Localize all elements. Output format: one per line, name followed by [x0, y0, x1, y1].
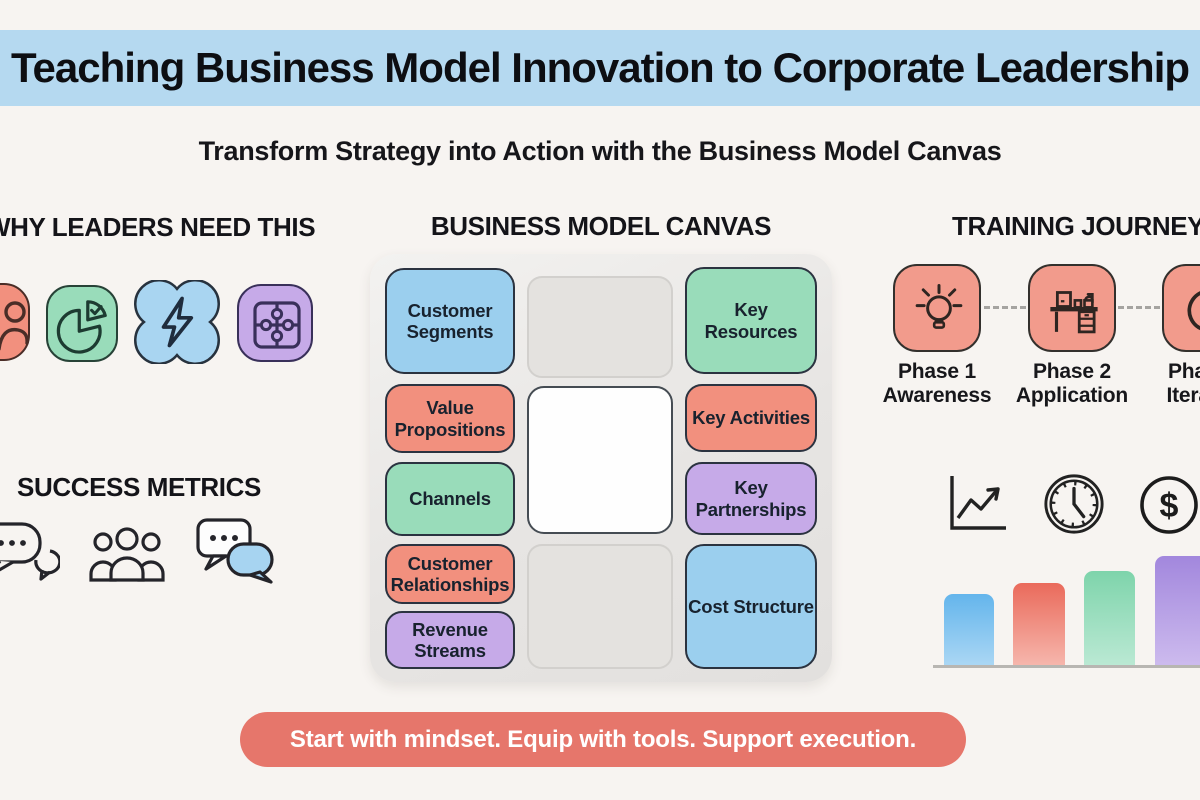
canvas-block-customer-segments: Customer Segments [385, 268, 515, 374]
clock-icon [1042, 472, 1106, 541]
speech-bubble-icon [0, 518, 62, 589]
chat-bubbles-icon [196, 518, 276, 591]
canvas-empty-cell-bottom [527, 544, 673, 669]
phase-2-label: Phase 2 Application [997, 360, 1147, 407]
bar-baseline [933, 665, 1200, 668]
phase-step: Phase 3 [1168, 360, 1200, 383]
puzzle-icon [237, 284, 313, 362]
phase-focus: Iteration [1166, 383, 1200, 407]
person-icon [0, 283, 30, 361]
canvas-section-heading: BUSINESS MODEL CANVAS [430, 211, 772, 241]
phase-3-label: Phase 3 Iteration [1132, 360, 1200, 407]
growth-bar-4 [1155, 556, 1200, 666]
refresh-cycle-icon [1162, 264, 1200, 352]
metrics-section-heading: SUCCESS METRICS [17, 472, 261, 502]
phase-step: Phase 1 [898, 360, 976, 383]
growth-chart-icon [942, 468, 1012, 543]
pie-chart-check-icon [46, 285, 118, 362]
lightbulb-icon [893, 264, 981, 352]
journey-connector [1118, 306, 1160, 309]
title-banner: Teaching Business Model Innovation to Co… [0, 30, 1200, 106]
canvas-block-key-partnerships: Key Partnerships [685, 462, 817, 535]
journey-connector [984, 306, 1026, 309]
dollar-coin-icon: $ [1138, 474, 1200, 541]
growth-bar-1 [944, 594, 994, 666]
phase-step: Phase 2 [1033, 360, 1111, 383]
canvas-block-cost-structure: Cost Structure [685, 544, 817, 669]
journey-section-heading: TRAINING JOURNEY [952, 211, 1200, 241]
canvas-empty-cell-top [527, 276, 673, 378]
canvas-center-cell [527, 386, 673, 534]
why-section-heading: WHY LEADERS NEED THIS [0, 212, 316, 242]
canvas-block-customer-relationships: Customer Relationships [385, 544, 515, 604]
growth-bar-2 [1013, 583, 1065, 666]
page-title: Teaching Business Model Innovation to Co… [10, 44, 1190, 91]
business-model-canvas-board: Customer Segments Value Propositions Cha… [370, 254, 832, 682]
people-group-icon [88, 526, 166, 589]
footer-message: Start with mindset. Equip with tools. Su… [289, 725, 917, 753]
footer-banner: Start with mindset. Equip with tools. Su… [240, 712, 966, 767]
canvas-block-key-resources: Key Resources [685, 267, 817, 374]
growth-bar-3 [1084, 571, 1135, 666]
canvas-block-channels: Channels [385, 462, 515, 536]
page-subtitle: Transform Strategy into Action with the … [198, 136, 1002, 166]
lightning-icon [134, 279, 220, 365]
phase-focus: Awareness [882, 383, 992, 407]
canvas-block-key-activities: Key Activities [685, 384, 817, 452]
phase-focus: Application [1015, 383, 1129, 407]
canvas-block-revenue-streams: Revenue Streams [385, 611, 515, 669]
svg-text:$: $ [1160, 487, 1179, 525]
desk-icon [1028, 264, 1116, 352]
canvas-block-value-propositions: Value Propositions [385, 384, 515, 453]
phase-1-label: Phase 1 Awareness [862, 360, 1012, 407]
